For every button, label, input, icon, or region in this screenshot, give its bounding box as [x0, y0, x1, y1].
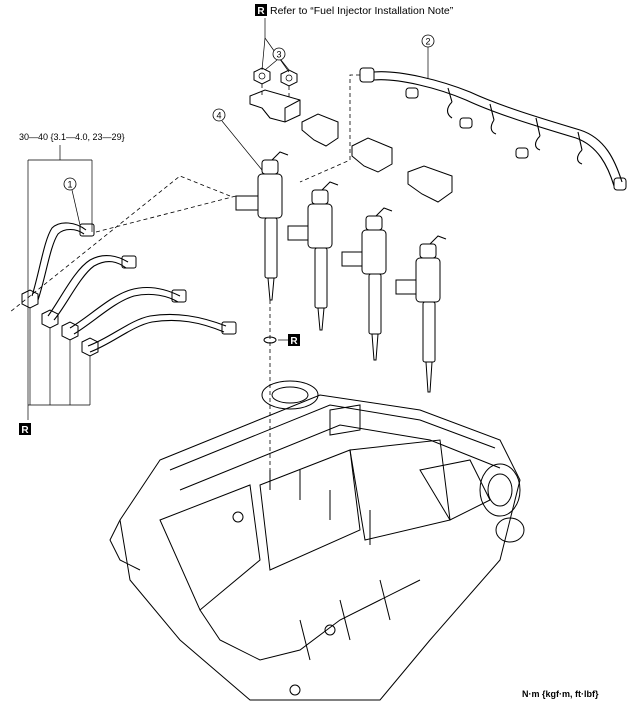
callout-2: 2 — [421, 34, 435, 48]
note-text: Refer to “Fuel Injector Installation Not… — [270, 5, 454, 17]
injector-clamps — [249, 89, 453, 203]
callout-1: 1 — [63, 177, 77, 191]
torque-units: N·m {kgf·m, ft·lbf} — [522, 689, 599, 699]
hex-nut-icon — [253, 67, 271, 85]
fuel-return-pipe — [359, 67, 627, 191]
fuel-injector-1 — [235, 151, 289, 301]
washer-replace-badge-icon: R — [288, 334, 300, 347]
svg-text:R: R — [21, 425, 29, 436]
fuel-injector-2 — [287, 181, 339, 331]
fuel-injector-4 — [395, 235, 447, 393]
svg-text:4: 4 — [216, 111, 221, 121]
cylinder-head-assembly — [109, 380, 525, 701]
note-replace-badge-icon: R — [255, 4, 267, 17]
fuel-injectors — [235, 151, 447, 393]
installation-note: R Refer to “Fuel Injector Installation N… — [255, 4, 454, 73]
pipe-replace-badge-icon: R — [19, 423, 31, 436]
fuel-injector-3 — [341, 207, 393, 361]
torque-spec: 30—40 {3.1—4.0, 23—29} — [19, 132, 125, 142]
callout-4: 4 — [212, 108, 226, 122]
svg-text:2: 2 — [425, 37, 430, 47]
injection-pipes — [21, 222, 237, 357]
note-badge-text: R — [257, 6, 265, 17]
svg-text:R: R — [290, 336, 298, 347]
svg-text:1: 1 — [67, 180, 72, 190]
hex-nut-icon — [280, 69, 298, 87]
svg-text:3: 3 — [276, 50, 281, 60]
callout-3: 3 — [272, 47, 286, 61]
